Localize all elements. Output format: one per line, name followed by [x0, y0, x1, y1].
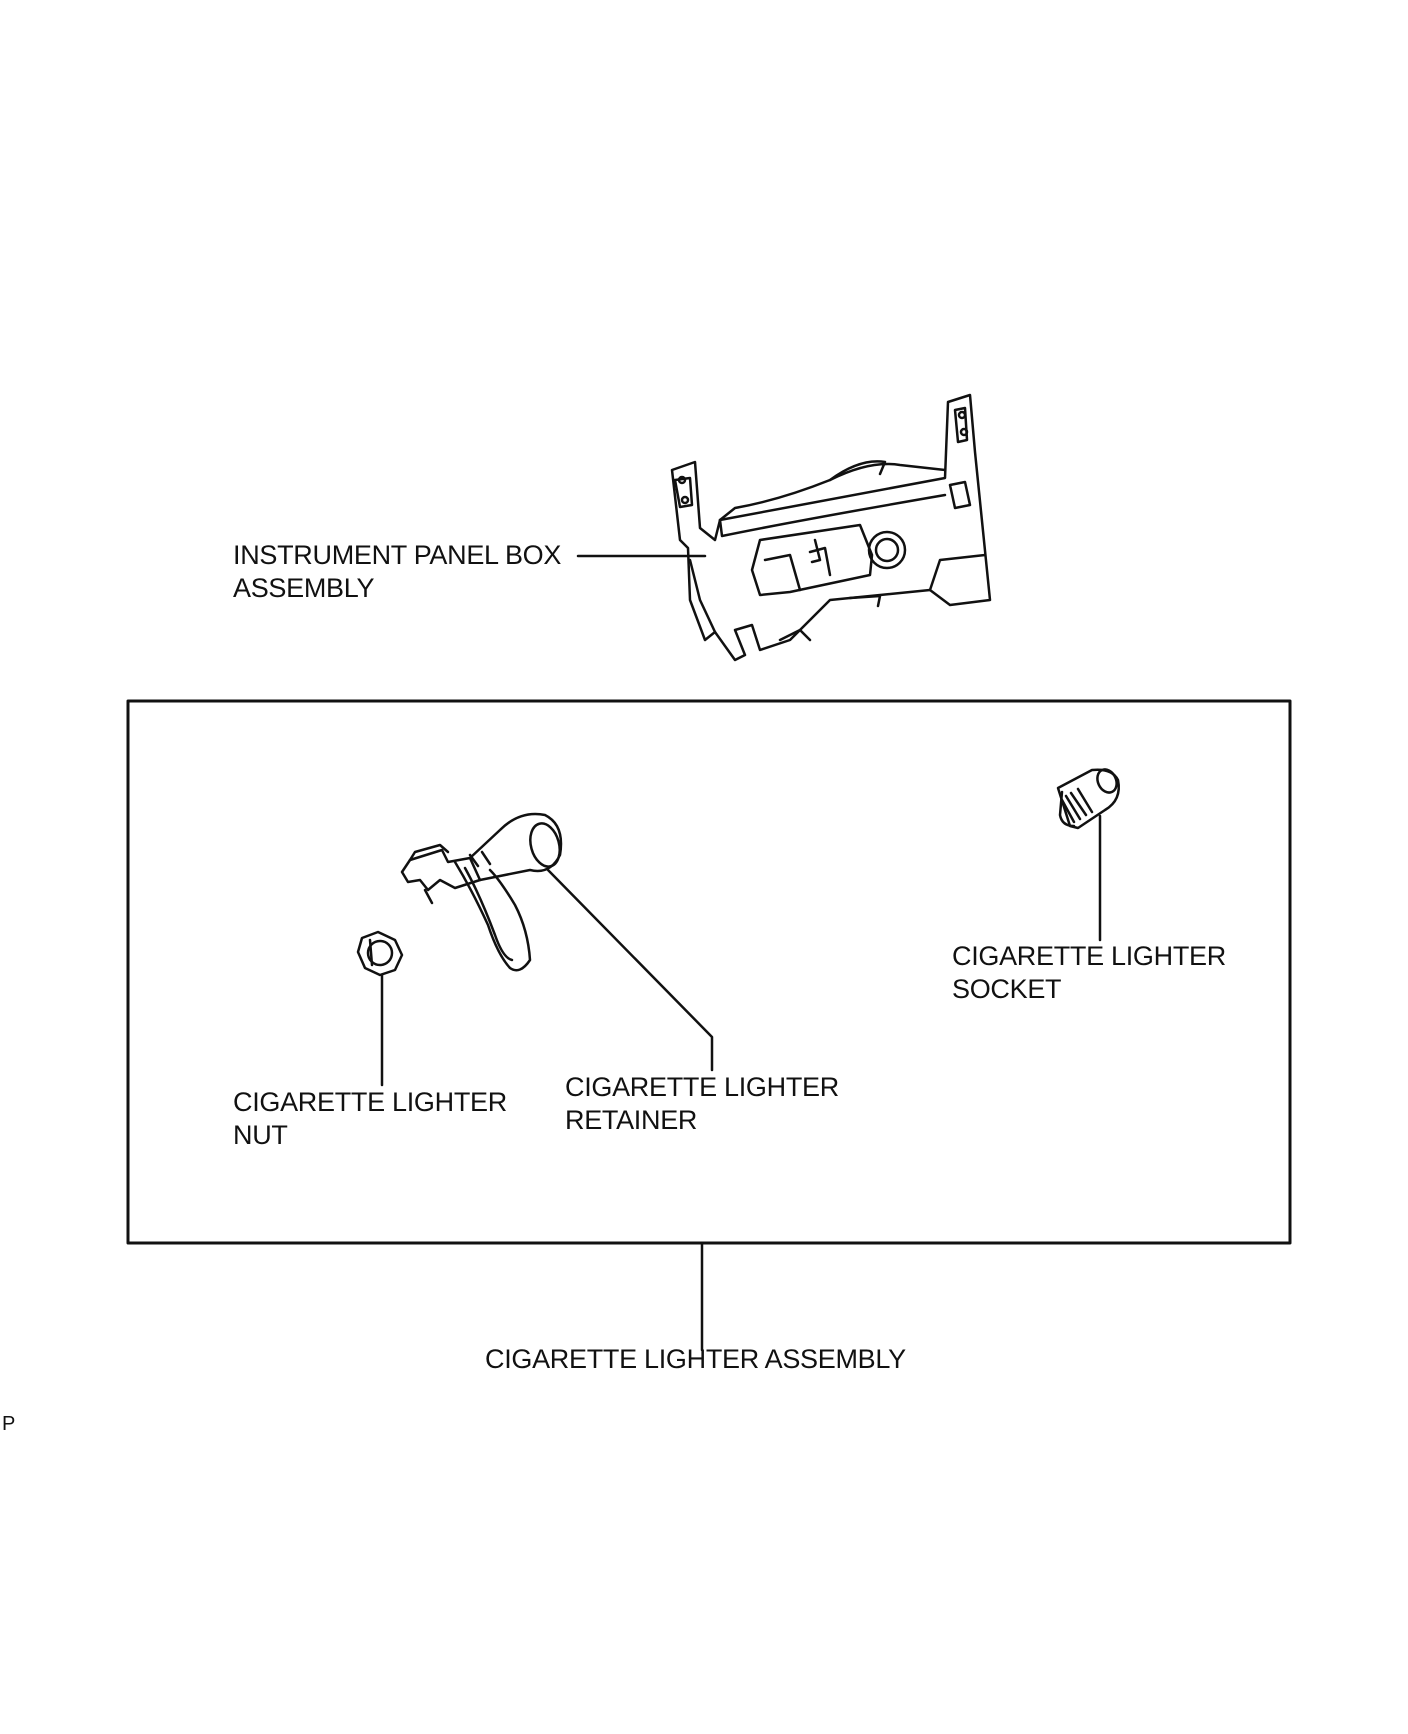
label-instrument-panel-box-line1: INSTRUMENT PANEL BOX	[233, 540, 562, 570]
label-lighter-assembly-text: CIGARETTE LIGHTER ASSEMBLY	[485, 1344, 906, 1374]
label-lighter-retainer: CIGARETTE LIGHTER RETAINER	[565, 1071, 839, 1137]
leader-lighter-retainer	[546, 868, 714, 1072]
label-lighter-retainer-line2: RETAINER	[565, 1105, 698, 1135]
label-lighter-assembly: CIGARETTE LIGHTER ASSEMBLY	[485, 1343, 906, 1376]
label-lighter-socket-line1: CIGARETTE LIGHTER	[952, 941, 1226, 971]
lighter-socket-drawing	[1056, 768, 1120, 830]
label-instrument-panel-box: INSTRUMENT PANEL BOX ASSEMBLY	[233, 539, 561, 605]
lighter-retainer-drawing	[400, 812, 563, 972]
label-lighter-nut: CIGARETTE LIGHTER NUT	[233, 1086, 507, 1152]
label-lighter-retainer-line1: CIGARETTE LIGHTER	[565, 1072, 839, 1102]
assembly-frame	[126, 699, 1292, 1245]
label-instrument-panel-box-line2: ASSEMBLY	[233, 573, 375, 603]
label-lighter-nut-line2: NUT	[233, 1120, 288, 1150]
lighter-nut-drawing	[356, 930, 404, 977]
label-lighter-nut-line1: CIGARETTE LIGHTER	[233, 1087, 507, 1117]
corner-code: P	[2, 1413, 16, 1435]
label-lighter-socket-line2: SOCKET	[952, 974, 1062, 1004]
label-lighter-socket: CIGARETTE LIGHTER SOCKET	[952, 940, 1226, 1006]
instrument-panel-box-drawing	[670, 393, 992, 662]
